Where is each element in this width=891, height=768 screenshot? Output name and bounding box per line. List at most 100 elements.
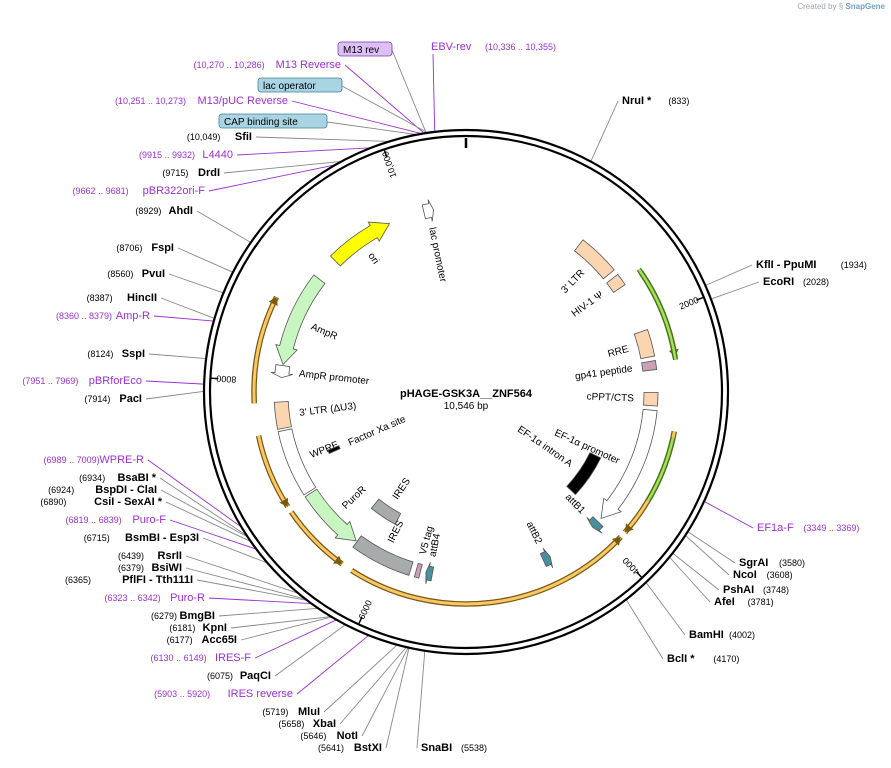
site-leader-line (685, 534, 730, 576)
site-leader-line (196, 579, 308, 601)
feature-label-ori: ori (365, 251, 380, 266)
feature-label-rre: RRE (607, 344, 631, 360)
site-name-bmgbi: BmgBI (180, 610, 215, 622)
site-position: (3781) (748, 597, 774, 607)
site-position: (833) (668, 96, 689, 106)
site-position: (5646) (300, 731, 326, 741)
site-position: (9915 .. 9932) (139, 150, 195, 160)
site-position: (6439) (118, 551, 144, 561)
site-leader-line (165, 501, 252, 542)
site-leader-line (240, 616, 332, 641)
site-name-m13-reverse: M13 Reverse (276, 59, 341, 71)
site-leader-line (625, 599, 664, 660)
site-name-pshai: PshAI (723, 584, 754, 596)
site-leader-line (230, 616, 332, 629)
feature-cppt-cts (643, 391, 659, 407)
watermark: Created by § SnapGene (797, 2, 885, 11)
feature-rre (633, 328, 656, 360)
feature-label-3-ltr: 3' LTR (559, 268, 587, 296)
primer-leader-line (432, 53, 436, 132)
site-name-sspi: SspI (122, 348, 145, 360)
site-position: (6130 .. 6149) (151, 653, 207, 663)
site-position: (8929) (135, 206, 161, 216)
green-arc (646, 437, 675, 502)
site-name-snabi: SnaBI (421, 742, 452, 754)
feature-ori (329, 221, 391, 267)
site-name-hincii: HincII (127, 292, 157, 304)
site-position: (3748) (763, 585, 789, 595)
boxed-leader-line (391, 49, 427, 134)
site-position: (6989 .. 7009) (44, 455, 100, 465)
boxed-leader-line (341, 85, 428, 134)
site-position: (3608) (767, 570, 793, 580)
site-leader-line (168, 273, 224, 294)
site-position: (6379) (118, 563, 144, 573)
orf-layer (251, 267, 679, 607)
site-leader-line (145, 380, 205, 385)
site-leader-line (185, 567, 306, 600)
feature-puror (304, 488, 357, 542)
feature-ires (352, 535, 414, 576)
site-position: (8706) (116, 243, 142, 253)
site-position: (6365) (65, 575, 91, 585)
site-position: (6890) (40, 497, 66, 507)
ruler-tick-label: 2000 (678, 295, 700, 312)
site-position: (1934) (841, 260, 867, 270)
site-name-m13-puc-reverse: M13/pUC Reverse (198, 95, 288, 107)
green-arc-outline (645, 437, 676, 502)
site-position: (6181) (169, 623, 195, 633)
site-leader-line (254, 619, 337, 659)
site-leader-line (416, 650, 426, 749)
site-leader-line (160, 297, 215, 319)
primer-name-ebv-rev: EBV-rev (431, 41, 472, 53)
site-position: (6323 .. 6342) (105, 593, 161, 603)
feature-wpre (277, 428, 317, 496)
feature-hiv-1 (606, 273, 626, 293)
site-leader-line (185, 555, 299, 594)
watermark-brand: SnapGene (845, 2, 885, 11)
feature-label-attb4: attB4 (428, 532, 444, 558)
site-name-csii-sexai: CsiI - SexAI * (94, 496, 163, 508)
site-leader-line (169, 519, 257, 550)
site-name-rsrii: RsrII (158, 550, 182, 562)
orf-arc (252, 296, 278, 404)
site-name-paqci: PaqCI (240, 670, 271, 682)
feature-ampr-promoter (270, 364, 293, 379)
feature-3-ltr-u3 (273, 401, 292, 430)
ruler-tick (358, 616, 363, 624)
site-position: (6934) (79, 473, 105, 483)
feature-label-3-ltr-u3: 3' LTR (ΔU3) (299, 401, 357, 419)
site-name-ires-f: IRES-F (215, 652, 251, 664)
site-position: (4170) (713, 654, 739, 664)
boxed-leader-line (326, 121, 418, 136)
site-leader-line (202, 537, 268, 564)
leader-lines-layer (145, 49, 760, 749)
site-name-puro-f: Puro-F (132, 514, 166, 526)
site-name-pvui: PvuI (142, 268, 165, 280)
site-leader-line (177, 247, 234, 273)
site-position: (8387) (87, 293, 113, 303)
site-leader-line (208, 164, 336, 192)
site-position: (6075) (207, 671, 233, 681)
site-name-acc65i: Acc65I (202, 634, 237, 646)
site-leader-line (153, 315, 214, 322)
site-leader-line (159, 477, 248, 537)
site-position: (7914) (84, 394, 110, 404)
green-arc (637, 268, 677, 360)
feature-ef-1-promoter (600, 408, 658, 520)
site-position: (9662 .. 9681) (73, 186, 129, 196)
primer-position: (10,336 .. 10,355) (485, 42, 556, 52)
site-position: (10,270 .. 10,286) (194, 60, 265, 70)
site-leader-line (344, 64, 425, 134)
site-name-bsmbi-esp3i: BsmBI - Esp3I (125, 532, 199, 544)
site-position: (6924) (48, 485, 74, 495)
site-position: (10,049) (187, 132, 221, 142)
orf-arrowhead (333, 555, 343, 565)
site-leader-line (710, 281, 760, 300)
feature-v5-tag (413, 562, 423, 579)
site-leader-line (590, 100, 619, 162)
site-leader-line (148, 353, 207, 360)
site-position: (8560) (107, 269, 133, 279)
site-position: (9715) (162, 168, 188, 178)
feature-label-attb1: attB1 (563, 492, 587, 517)
